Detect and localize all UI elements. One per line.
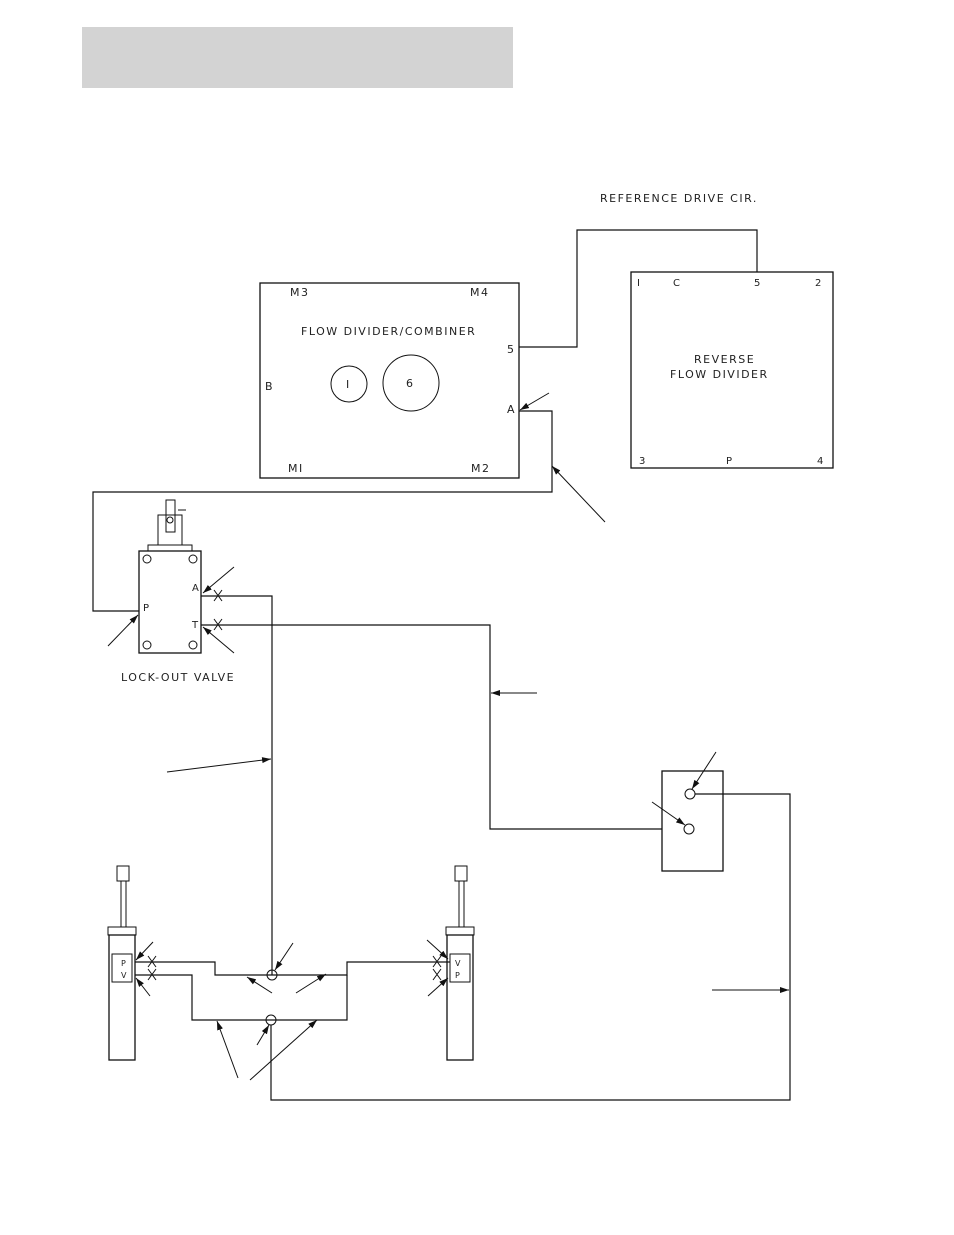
reverse-divider-port-3: 3 <box>639 456 645 467</box>
lockout-valve-label: LOCK-OUT VALVE <box>121 671 235 684</box>
left-cylinder-leader-1 <box>136 942 153 960</box>
lockout-valve-plunger <box>166 500 175 532</box>
right-cylinder-leader-2 <box>428 978 448 996</box>
lower-line-leader-left <box>217 1021 238 1078</box>
lockout-t-line <box>201 625 689 829</box>
reverse-divider-port-2: 2 <box>815 278 821 289</box>
lower-cylinder-line <box>135 975 347 1020</box>
lockout-valve-pin <box>167 517 173 523</box>
valve-block-body <box>662 771 723 871</box>
lockout-valve-body <box>139 551 201 653</box>
left-cylinder-port-v: V <box>121 971 127 980</box>
lockout-a-line <box>201 596 272 975</box>
lockout-port-p: P <box>143 603 149 614</box>
lockout-valve: P A T <box>139 500 201 653</box>
left-cylinder-rod-cap <box>117 866 129 881</box>
reverse-divider-title-2: FLOW DIVIDER <box>670 368 769 381</box>
reverse-divider-port-4: 4 <box>817 456 823 467</box>
flow-divider-combiner: FLOW DIVIDER/COMBINER M3 M4 MI M2 B 5 A … <box>260 283 519 478</box>
left-cylinder-port-p: P <box>121 959 126 968</box>
flow-divider-port-m1: MI <box>288 462 304 475</box>
lockout-p-leader <box>108 615 138 646</box>
left-cylinder-gland <box>108 927 136 935</box>
right-cylinder-leader-1 <box>427 940 448 959</box>
reverse-divider-port-5: 5 <box>754 278 760 289</box>
right-cylinder-rod <box>459 881 464 927</box>
right-cylinder-port-v: V <box>455 959 461 968</box>
divider-section-6-label: 6 <box>406 377 415 390</box>
right-cylinder-gland <box>446 927 474 935</box>
divider-section-1-label: I <box>346 378 351 391</box>
flow-divider-port-m2: M2 <box>471 462 491 475</box>
right-cylinder: V P <box>446 866 474 1060</box>
flow-divider-port-b: B <box>265 380 274 393</box>
lockout-port-t: T <box>191 620 199 631</box>
right-cylinder-rod-cap <box>455 866 467 881</box>
a-line-leader <box>167 759 271 772</box>
left-cylinder-rod <box>121 881 126 927</box>
lockout-t-leader <box>203 627 234 653</box>
port-a-leader <box>520 393 549 410</box>
left-cylinder-leader-2 <box>136 978 150 996</box>
manifold-left-leader <box>247 977 272 993</box>
reference-drive-label: REFERENCE DRIVE CIR. <box>600 192 758 205</box>
lower-port-leader <box>257 1025 269 1045</box>
manifold-right-leader <box>296 974 326 993</box>
valve-block <box>662 771 723 871</box>
right-cylinder-port-p: P <box>455 971 460 980</box>
upper-cylinder-line <box>135 962 450 975</box>
flow-divider-title: FLOW DIVIDER/COMBINER <box>301 325 476 338</box>
right-cap-mark-lower <box>433 969 441 980</box>
lower-line-leader-right <box>250 1020 317 1080</box>
lockout-port-a: A <box>192 583 199 594</box>
flow-divider-port-a: A <box>507 403 516 416</box>
flow-divider-body <box>260 283 519 478</box>
reverse-flow-divider: REVERSE FLOW DIVIDER I C 5 2 3 P 4 <box>631 272 833 468</box>
lockout-valve-actuator <box>158 515 182 545</box>
reverse-divider-port-1: I <box>637 278 640 289</box>
reverse-divider-port-c: C <box>673 278 680 289</box>
flow-divider-port-m3: M3 <box>290 286 310 299</box>
reverse-divider-port-p: P <box>726 456 732 467</box>
reverse-divider-title-1: REVERSE <box>694 353 755 366</box>
flow-divider-port-5: 5 <box>507 343 516 356</box>
manifold-port-leader <box>275 943 293 970</box>
left-cylinder: P V <box>108 866 136 1060</box>
lockout-a-leader <box>203 567 234 593</box>
lockout-valve-base <box>148 545 192 551</box>
flow-divider-port-m4: M4 <box>470 286 490 299</box>
divider-line-leader <box>552 466 605 522</box>
